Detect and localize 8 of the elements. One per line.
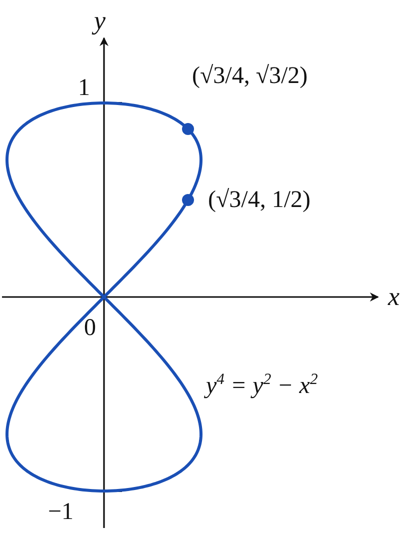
tick-label: −1: [48, 500, 74, 524]
equation-label: y$^{4}$ = y$^{2}$ − x$^{2}$: [206, 374, 318, 398]
origin-label: 0: [84, 316, 96, 340]
point-coordinate-label: (√3/4, 1/2): [208, 188, 310, 212]
tick-label: 1: [78, 76, 90, 100]
point-coordinate-label: (√3/4, √3/2): [192, 64, 308, 88]
axis-label: x: [388, 284, 400, 310]
axis-label: y: [94, 8, 106, 34]
